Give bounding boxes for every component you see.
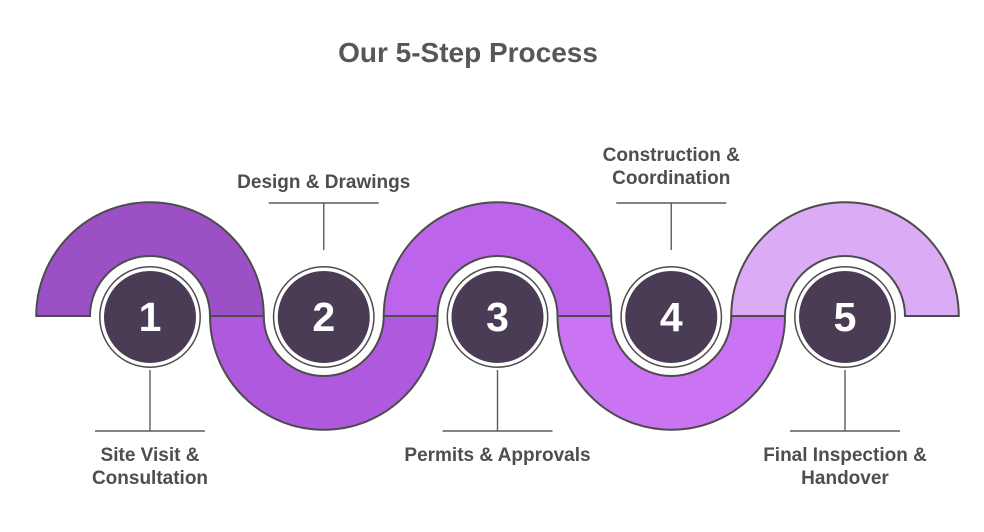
step-number-2: 2 xyxy=(312,294,335,340)
step-label-1-line-2: Consultation xyxy=(92,468,208,489)
step-number-5: 5 xyxy=(834,294,857,340)
step-labels: Site Visit & Consultation Design & Drawi… xyxy=(92,145,927,489)
connector-step-1 xyxy=(95,370,205,432)
circle-outline-1 xyxy=(99,266,201,368)
circle-outline-2 xyxy=(272,266,375,368)
arc-step-3 xyxy=(382,201,613,317)
connector-step-3 xyxy=(442,370,553,432)
arc-step-4 xyxy=(556,315,787,431)
connector-step-5 xyxy=(790,370,900,432)
arc-step-1 xyxy=(35,201,265,317)
circle-outline-4 xyxy=(620,266,723,368)
circle-outline-3 xyxy=(446,266,549,368)
label-connectors xyxy=(95,202,900,432)
step-label-5-line-2: Handover xyxy=(801,468,889,489)
step-label-1-line-1: Site Visit & xyxy=(101,445,200,466)
step-circle-5 xyxy=(796,268,894,366)
connector-step-4 xyxy=(616,202,727,250)
step-number-1: 1 xyxy=(139,294,162,340)
wave-arcs xyxy=(35,201,960,431)
step-label-4-line-2: Coordination xyxy=(612,168,730,189)
step-circle-2 xyxy=(274,268,373,366)
circle-outline-5 xyxy=(794,266,896,368)
step-circle-4 xyxy=(622,268,721,366)
circle-outlines xyxy=(99,266,896,368)
step-circle-1 xyxy=(101,268,199,366)
step-label-2-line-1: Design & Drawings xyxy=(237,172,410,193)
arc-step-2 xyxy=(208,315,439,431)
page-title: Our 5-Step Process xyxy=(338,37,598,68)
step-number-4: 4 xyxy=(660,294,683,340)
step-label-5-line-1: Final Inspection & xyxy=(763,445,927,466)
connector-step-2 xyxy=(268,202,379,250)
step-number-3: 3 xyxy=(486,294,509,340)
step-circles xyxy=(101,268,894,366)
step-numbers: 1 2 3 4 5 xyxy=(139,294,857,340)
arc-step-5 xyxy=(730,201,960,317)
step-label-4-line-1: Construction & xyxy=(603,145,740,166)
step-label-3-line-1: Permits & Approvals xyxy=(404,445,590,466)
step-circle-3 xyxy=(448,268,547,366)
